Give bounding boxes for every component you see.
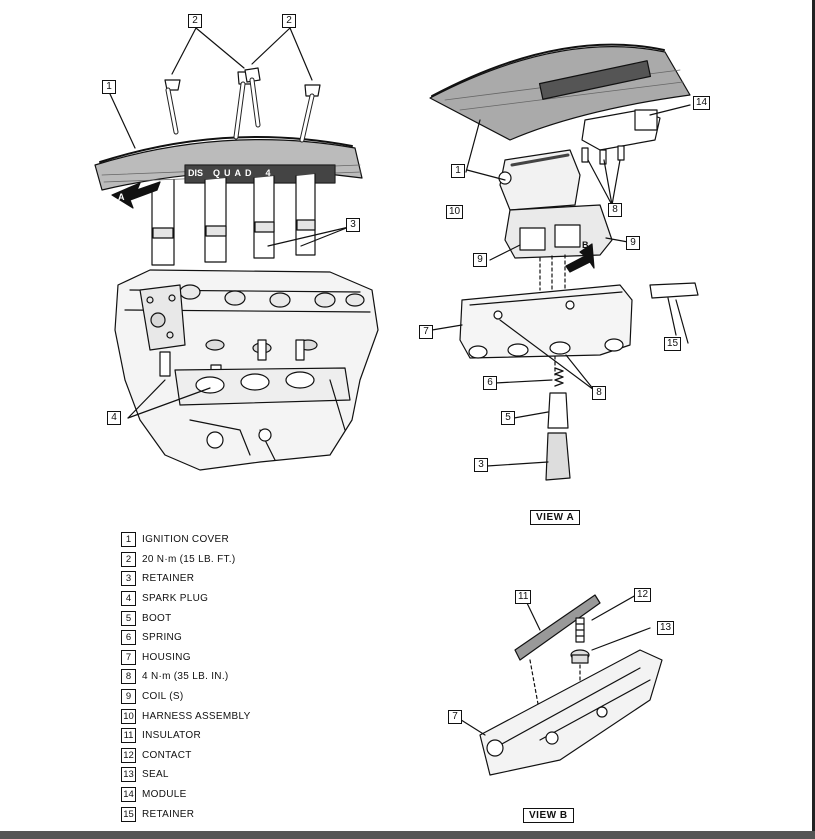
- cover-bolts-left: [109, 27, 350, 419]
- ignition-cover-left: [94, 136, 363, 266]
- callout-8-bottom: 8: [592, 386, 606, 400]
- legend-number: 3: [121, 571, 136, 587]
- housing-right: [431, 104, 699, 481]
- legend-text: CONTACT: [142, 749, 192, 761]
- legend-row: 12 CONTACT: [121, 746, 321, 766]
- arrow-a-label: A: [118, 192, 125, 202]
- legend-text: COIL (S): [142, 691, 184, 703]
- callout-10: 10: [446, 205, 464, 219]
- legend-row: 14 MODULE: [121, 785, 321, 805]
- callout-11: 11: [515, 590, 532, 604]
- legend-text: RETAINER: [142, 573, 195, 585]
- frame-bottom-bar: [0, 831, 815, 839]
- callout-1-left: 1: [102, 80, 116, 94]
- legend-number: 6: [121, 630, 136, 646]
- legend-text: BOOT: [142, 612, 172, 624]
- legend-text: IGNITION COVER: [142, 534, 229, 546]
- frame-right-border: [812, 0, 815, 839]
- legend-row: 15 RETAINER: [121, 804, 321, 824]
- callout-2-left-b: 2: [282, 14, 296, 28]
- legend-number: 7: [121, 649, 136, 665]
- legend-row: 10 HARNESS ASSEMBLY: [121, 706, 321, 726]
- callout-7-view-b: 7: [448, 710, 462, 724]
- cover-quad-text: QUAD: [213, 168, 256, 178]
- legend-text: 20 N·m (15 LB. FT.): [142, 553, 236, 565]
- legend-text: SEAL: [142, 769, 169, 781]
- legend-row: 2 20 N·m (15 LB. FT.): [121, 550, 321, 570]
- legend-row: 13 SEAL: [121, 765, 321, 785]
- legend-number: 10: [121, 708, 136, 724]
- callout-3-left: 3: [346, 218, 360, 232]
- view-a-label: VIEW A: [530, 510, 581, 525]
- callout-9-left: 9: [473, 253, 487, 267]
- legend-number: 14: [121, 787, 136, 803]
- callout-9-right: 9: [626, 236, 640, 250]
- cover-brand-text: 4: [265, 168, 271, 178]
- legend-number: 15: [121, 806, 136, 822]
- legend-number: 4: [121, 591, 136, 607]
- callout-14: 14: [693, 96, 711, 110]
- callout-2-left-a: 2: [188, 14, 202, 28]
- legend-number: 9: [121, 689, 136, 705]
- legend-number: 1: [121, 532, 136, 548]
- callout-3-right: 3: [474, 458, 488, 472]
- legend-row: 4 SPARK PLUG: [121, 589, 321, 609]
- callout-5: 5: [501, 411, 515, 425]
- callout-15: 15: [664, 337, 682, 351]
- legend-text: INSULATOR: [142, 730, 202, 742]
- module-and-harness: [498, 109, 661, 376]
- view-b-label: VIEW B: [523, 808, 574, 823]
- legend-text: MODULE: [142, 789, 187, 801]
- callout-12: 12: [634, 588, 652, 602]
- view-b-assembly: [457, 594, 663, 776]
- legend-text: HOUSING: [142, 651, 191, 663]
- legend-row: 5 BOOT: [121, 608, 321, 628]
- legend-row: 1 IGNITION COVER: [121, 530, 321, 550]
- callout-13: 13: [657, 621, 675, 635]
- cover-badge: DIS QUAD 4: [188, 168, 271, 178]
- legend-text: SPARK PLUG: [142, 593, 209, 605]
- callout-8-top: 8: [608, 203, 622, 217]
- legend-row: 7 HOUSING: [121, 648, 321, 668]
- legend-row: 9 COIL (S): [121, 687, 321, 707]
- legend-number: 11: [121, 728, 136, 744]
- legend-text: 4 N·m (35 LB. IN.): [142, 671, 229, 683]
- legend-row: 8 4 N·m (35 LB. IN.): [121, 667, 321, 687]
- callout-4-left: 4: [107, 411, 121, 425]
- legend-row: 11 INSULATOR: [121, 726, 321, 746]
- legend-text: RETAINER: [142, 808, 195, 820]
- left-engine-assembly: [114, 269, 379, 471]
- legend-number: 5: [121, 610, 136, 626]
- legend-number: 12: [121, 747, 136, 763]
- legend-text: HARNESS ASSEMBLY: [142, 710, 251, 722]
- legend-number: 2: [121, 551, 136, 567]
- legend-number: 13: [121, 767, 136, 783]
- legend-row: 6 SPRING: [121, 628, 321, 648]
- legend-number: 8: [121, 669, 136, 685]
- callout-6: 6: [483, 376, 497, 390]
- callout-1-right: 1: [451, 164, 465, 178]
- arrow-b-label: B: [582, 240, 589, 250]
- cover-dis-text: DIS: [188, 168, 204, 178]
- legend-text: SPRING: [142, 632, 183, 644]
- callout-7-right: 7: [419, 325, 433, 339]
- legend-row: 3 RETAINER: [121, 569, 321, 589]
- ignition-cover-right: [429, 43, 691, 141]
